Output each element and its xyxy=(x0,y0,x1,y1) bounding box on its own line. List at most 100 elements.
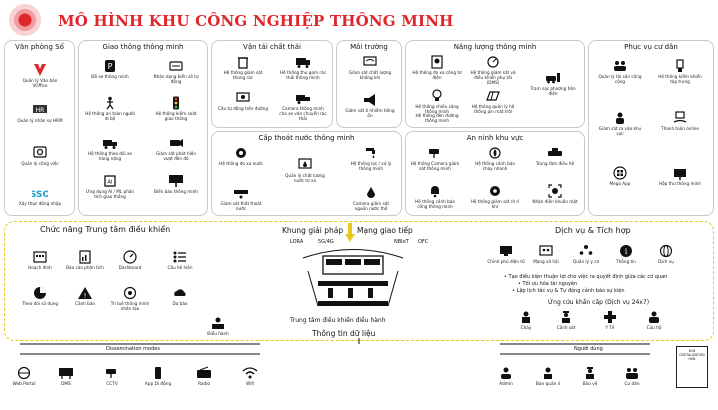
gas-leak-item[interactable]: Hệ thống giám sát rò rỉ khí xyxy=(470,184,520,209)
smart-mailbox-item[interactable]: Hộp thư thông minh xyxy=(655,166,705,186)
item-label: Hệ thống thu gom rác thải thông minh xyxy=(279,70,327,80)
alarm-bell-icon xyxy=(431,186,439,198)
plate-item[interactable]: Nhận dạng biển số tự động xyxy=(151,59,201,84)
brain-icon xyxy=(123,286,137,300)
road-sweep-item[interactable]: Cấu tự động trên đường xyxy=(218,91,268,111)
item-label: Trí tuệ thông minh nhân tạo xyxy=(110,301,150,311)
access-item[interactable]: Giám sát ra vào khu vực xyxy=(595,111,645,136)
sign-board-icon xyxy=(59,368,73,379)
web-portal-item[interactable]: Web Portal xyxy=(4,366,44,387)
item-label: Web Portal xyxy=(12,382,36,387)
planning-item[interactable]: Hoạch định xyxy=(20,250,60,270)
rescue-service-item[interactable]: Cứu hộ xyxy=(634,310,674,330)
ai-ml-item[interactable]: AI Ứng dụng AI / ML phân tích giao thông xyxy=(85,174,135,199)
admin-user-item[interactable]: Admin xyxy=(486,366,526,387)
radio-item[interactable]: Radio xyxy=(184,366,224,387)
item-label: Quản lý công việc xyxy=(21,161,59,166)
hrm-icon: HR xyxy=(33,105,47,114)
meter-item[interactable]: Hệ thống đo xa công tơ điện xyxy=(412,55,462,80)
dms-item[interactable]: Hệ thống giám sát và điều khiển phụ tải … xyxy=(468,55,518,85)
payment-item[interactable]: Thanh toán online xyxy=(655,111,705,131)
svg-text:HR: HR xyxy=(36,107,45,114)
item-label: Hệ thống kiểm soát giao thông xyxy=(155,111,197,121)
traffic-control-item[interactable]: Hệ thống kiểm soát giao thông xyxy=(151,96,201,121)
hrm-item[interactable]: HR Quản lý nhân sự HRM xyxy=(15,103,65,123)
mega-app-item[interactable]: Mega App xyxy=(595,166,645,186)
service-item[interactable]: Dịch vụ xyxy=(646,244,686,264)
operation-item[interactable]: Điều hành xyxy=(198,316,238,336)
police-service-item[interactable]: Cảnh sát xyxy=(546,310,586,330)
control-functions-title: Chức năng Trung tâm điều khiển xyxy=(40,225,171,234)
mobile-app-item[interactable]: App Di động xyxy=(138,366,178,387)
agency-item[interactable]: Quản lý ý cơ xyxy=(566,244,606,264)
water-meter-item[interactable]: Hệ thống đo xa nước xyxy=(216,146,266,166)
police-car-icon xyxy=(548,148,562,156)
bullet-item: • Lập lịch tác vụ & Tự động cảnh báo sự … xyxy=(512,288,625,294)
calendar-icon xyxy=(33,251,47,263)
config-item[interactable]: Cấu hệ hiện xyxy=(160,250,200,270)
item-label: Ứng dụng AI / ML phân tích giao thông xyxy=(85,189,135,199)
central-control-item[interactable]: Hệ thống kiểm khiển tập trung xyxy=(655,59,705,84)
ai-item[interactable]: Trí tuệ thông minh nhân tạo xyxy=(110,286,150,311)
smart-lighting-item[interactable]: Hệ thống chiếu sáng thông minh xyxy=(412,89,462,114)
truck-camera-item[interactable]: Camera thông minh cho xe vận chuyển rác … xyxy=(278,91,328,121)
security-user-item[interactable]: Bảo vệ xyxy=(570,366,610,387)
item-label: Giám sát phát hiện vượt đèn đỏ xyxy=(155,151,196,161)
forecast-item[interactable]: Dự báo xyxy=(160,286,200,306)
solar-item[interactable]: Hệ thống quản lý hệ thống pin mặt trời xyxy=(468,89,518,114)
fire-service-item[interactable]: Cháy xyxy=(506,310,546,330)
firefighter-icon xyxy=(522,311,530,323)
item-label: Hệ thống đo xa công tơ điện xyxy=(412,70,462,80)
face-id-item[interactable]: Nhận diện khuôn mặt xyxy=(530,184,580,204)
dispatch-item[interactable]: Trung tâm điều hệ xyxy=(530,146,580,166)
camera-item[interactable]: Hệ thống Camera giám sát thông minh xyxy=(410,146,460,171)
khung-giai-phap-label: Khung giải pháp xyxy=(282,226,344,235)
sso-item[interactable]: SSO Xây thực đồng nhập xyxy=(15,186,65,206)
social-item[interactable]: Mạng xã hội xyxy=(526,244,566,264)
wifi-item[interactable]: Wifi xyxy=(230,366,270,387)
item-label: Nhận dạng biển số tự động xyxy=(153,74,199,84)
report-item[interactable]: Báo cáo phân tích xyxy=(65,250,105,270)
air-quality-item[interactable]: Giám sát chất lượng không khí xyxy=(345,55,395,80)
smart-sign-item[interactable]: Biển báo thông minh xyxy=(151,174,201,194)
item-label: Xây thực đồng nhập xyxy=(18,201,62,206)
item-label: Biển báo thông minh xyxy=(154,189,198,194)
street-light-item[interactable]: Hệ thống đèn đường thông minh xyxy=(412,113,462,123)
info-item[interactable]: i Thông tin xyxy=(606,244,646,264)
cctv-item[interactable]: CCTV xyxy=(92,366,132,387)
ev-charger-icon xyxy=(546,73,560,84)
dms-board-item[interactable]: DMS xyxy=(46,366,86,387)
filter-item[interactable]: Hệ thống lọc / xử lý thông minh xyxy=(346,146,396,171)
noise-item[interactable]: Giám sát ô nhiễm tiếng ồn xyxy=(345,93,395,118)
asset-item[interactable]: Quản lý tài sản công cộng xyxy=(595,59,645,84)
rescue-worker-icon xyxy=(649,311,659,323)
water-quality-item[interactable]: Quản lý chất lượng nước từ xa xyxy=(280,158,330,183)
parking-item[interactable]: P Đỗ xe thông minh xyxy=(85,59,135,79)
info-icon: i xyxy=(620,245,632,257)
ev-charging-item[interactable]: Trạm sạc phương tiện điện xyxy=(528,71,578,96)
cctv-icon xyxy=(106,369,116,378)
heavy-truck-item[interactable]: Hệ thống theo dõi xe hàng nặng xyxy=(85,136,135,161)
red-light-item[interactable]: Giám sát phát hiện vượt đèn đỏ xyxy=(151,136,201,161)
bin-monitor-item[interactable]: Hệ thống giám sát thùng rác xyxy=(218,55,268,80)
raw-water-camera-item[interactable]: Camera giám sát nguồn nước thô xyxy=(346,186,396,211)
item-label: Admin xyxy=(499,382,513,387)
dashboard-item[interactable]: Dashboard xyxy=(110,250,150,270)
fire-alarm-item[interactable]: Hệ thống cảnh báo cháy nhanh xyxy=(470,146,520,171)
resident-user-item[interactable]: Cư dân xyxy=(612,366,652,387)
medical-service-item[interactable]: Y Tế xyxy=(590,310,630,330)
svg-text:i: i xyxy=(625,247,628,256)
egov-item[interactable]: Chính phủ điện tử xyxy=(486,244,526,264)
gate-alarm-item[interactable]: Hệ thống cảnh báo cổng thông minh xyxy=(410,184,460,209)
gear-monitor-icon xyxy=(33,146,47,158)
pedestrian-item[interactable]: Hệ thống an toàn người đi bộ xyxy=(85,96,135,121)
panel-moi-truong: Môi trường Giám sát chất lượng không khí… xyxy=(336,40,402,128)
task-item[interactable]: Quản lý công việc xyxy=(15,146,65,166)
panel-title: An ninh khu vực xyxy=(466,134,524,142)
alert-item[interactable]: ! Cảnh báo xyxy=(65,286,105,306)
voffice-item[interactable]: Quản lý Văn bản VOffice xyxy=(15,63,65,88)
water-loss-item[interactable]: Giám sát thất thoát nước xyxy=(216,186,266,211)
collection-item[interactable]: Hệ thống thu gom rác thải thông minh xyxy=(278,55,328,80)
usage-item[interactable]: Theo dõi sử dụng xyxy=(20,286,60,306)
management-user-item[interactable]: Ban quản lí xyxy=(528,366,568,387)
